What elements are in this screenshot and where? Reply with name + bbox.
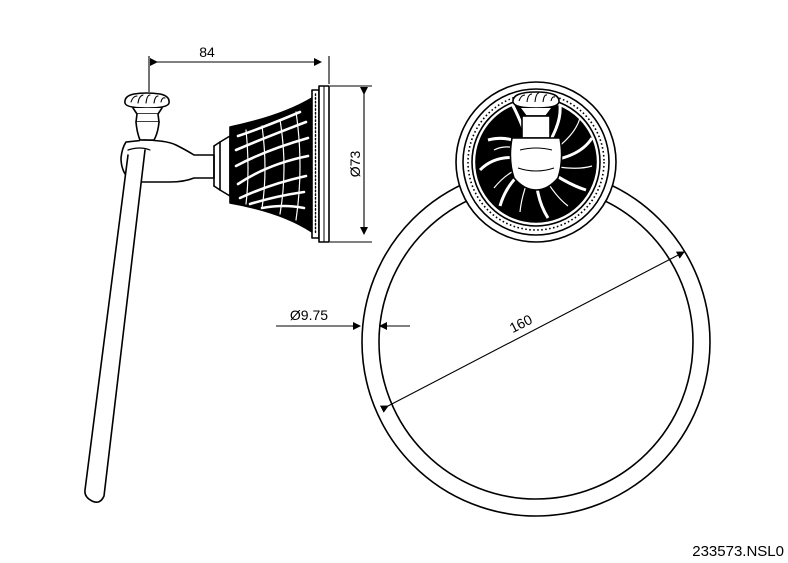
product-code: 233573.NSL0: [692, 543, 784, 560]
finial-knob: [124, 92, 170, 141]
hanging-rod: [84, 147, 151, 503]
center-clamp: [509, 91, 563, 191]
dimension-lines: [148, 56, 685, 413]
width-dimension-label: 84: [199, 44, 215, 60]
side-view: [84, 85, 330, 503]
front-view: [361, 81, 711, 517]
bar-diameter-label: Ø9.75: [290, 307, 328, 323]
ornate-base: [229, 85, 330, 243]
base-diameter-label: Ø73: [347, 151, 363, 178]
